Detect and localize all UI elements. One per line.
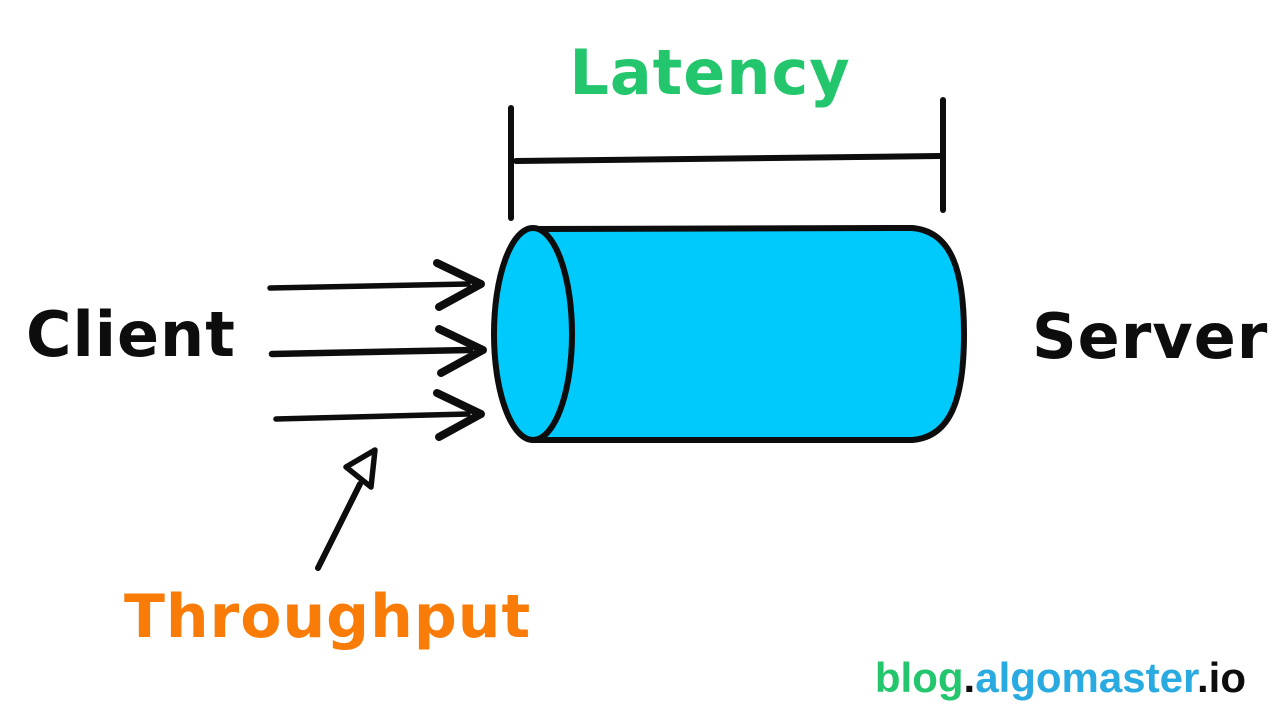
watermark-io: io [1208, 654, 1246, 701]
pipe-cylinder-opening [491, 225, 575, 443]
pipe-cylinder [491, 225, 967, 443]
dimension-span-line [513, 153, 943, 164]
request-arrow-bottom [273, 389, 485, 441]
request-arrow-middle [268, 325, 487, 377]
watermark-dot: . [1197, 654, 1209, 701]
latency-dimension-line [508, 97, 946, 221]
request-arrows [267, 259, 487, 441]
pipe-cylinder-body [530, 225, 967, 443]
throughput-label: Throughput [124, 582, 532, 652]
client-label: Client [26, 298, 236, 371]
latency-label: Latency [569, 36, 851, 109]
site-watermark: blog.algomaster.io [875, 654, 1246, 702]
throughput-arrowhead [343, 447, 378, 490]
throughput-pointer-arrow [315, 447, 378, 571]
watermark-dot: . [963, 654, 976, 701]
watermark-algomaster: algomaster [975, 654, 1197, 701]
server-label: Server [1032, 300, 1269, 373]
watermark-blog: blog [874, 654, 964, 701]
request-arrow-top [267, 259, 485, 311]
